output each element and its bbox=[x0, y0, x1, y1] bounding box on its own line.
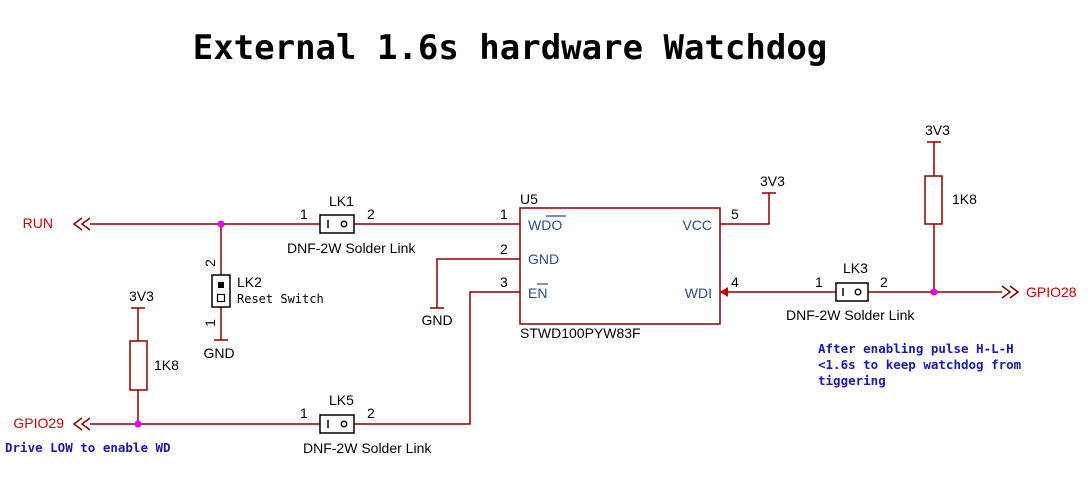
lk3-body bbox=[835, 282, 869, 302]
power-label-3v3-left: 3V3 bbox=[129, 288, 154, 304]
lk5-solder-link: LK5 1 2 DNF-2W Solder Link bbox=[300, 392, 432, 456]
wire-vcc-3v3 bbox=[720, 193, 770, 225]
power-3v3-right: 3V3 bbox=[925, 122, 950, 143]
junction-gpio29 bbox=[134, 420, 142, 428]
lk1-ref: LK1 bbox=[329, 193, 354, 209]
ground-lk2: GND bbox=[203, 339, 235, 361]
lk3-solder-link: LK3 1 2 DNF-2W Solder Link bbox=[786, 260, 915, 323]
lk1-pin2: 2 bbox=[367, 206, 375, 222]
u5-pin3-number: 3 bbox=[500, 274, 508, 290]
lk5-pin2: 2 bbox=[367, 405, 375, 421]
net-port-gpio28: GPIO28 bbox=[1001, 284, 1077, 300]
note-right-line2: <1.6s to keep watchdog from bbox=[818, 357, 1022, 372]
power-3v3-left: 3V3 bbox=[129, 288, 154, 309]
u5-pin-wdo-name: WDO bbox=[528, 217, 562, 233]
note-right-line3: tiggering bbox=[818, 373, 886, 388]
u5-watchdog-ic: U5 STWD100PYW83F 1 2 3 5 4 WDO GND EN VC… bbox=[500, 191, 739, 341]
power-label-3v3-u5: 3V3 bbox=[760, 173, 785, 189]
resistor-right-value: 1K8 bbox=[952, 191, 977, 207]
lk1-pin1: 1 bbox=[300, 206, 308, 222]
lk2-ref: LK2 bbox=[237, 274, 262, 290]
power-label-3v3-right: 3V3 bbox=[925, 122, 950, 138]
net-port-run: RUN bbox=[23, 215, 91, 231]
net-label-gpio28: GPIO28 bbox=[1026, 284, 1077, 300]
ground-label-lk2: GND bbox=[203, 345, 234, 361]
lk3-pin2: 2 bbox=[880, 274, 888, 290]
ground-label-u5: GND bbox=[421, 312, 452, 328]
u5-pin-vcc-name: VCC bbox=[682, 217, 712, 233]
u5-pin4-number: 4 bbox=[731, 274, 739, 290]
u5-part-number: STWD100PYW83F bbox=[520, 325, 641, 341]
lk2-pin1: 1 bbox=[202, 319, 218, 327]
lk3-pin1: 1 bbox=[815, 274, 823, 290]
diagram-title: External 1.6s hardware Watchdog bbox=[193, 28, 828, 68]
u5-pin-en-name: EN bbox=[528, 285, 547, 301]
lk5-desc: DNF-2W Solder Link bbox=[303, 440, 432, 456]
resistor-right: 1K8 bbox=[924, 175, 977, 225]
lk5-body bbox=[319, 414, 355, 434]
u5-body bbox=[519, 207, 721, 325]
u5-wdi-input-arrow bbox=[720, 287, 728, 297]
lk3-desc: DNF-2W Solder Link bbox=[786, 307, 915, 323]
resistor-left-body bbox=[129, 340, 148, 391]
u5-pin-gnd-name: GND bbox=[528, 251, 559, 267]
lk5-pin1: 1 bbox=[300, 405, 308, 421]
lk1-desc: DNF-2W Solder Link bbox=[287, 240, 416, 256]
junction-gpio28 bbox=[930, 288, 938, 296]
resistor-left: 1K8 bbox=[129, 340, 179, 391]
note-right-line1: After enabling pulse H-L-H bbox=[818, 341, 1014, 356]
u5-pin-wdi-name: WDI bbox=[685, 285, 712, 301]
wire-en-lk5 bbox=[354, 291, 520, 425]
lk5-ref: LK5 bbox=[329, 392, 354, 408]
net-label-gpio29: GPIO29 bbox=[13, 415, 64, 431]
u5-pin2-number: 2 bbox=[500, 241, 508, 257]
u5-pin1-number: 1 bbox=[500, 206, 508, 222]
lk2-body bbox=[211, 274, 231, 308]
junction-run bbox=[217, 220, 225, 228]
ground-u5: GND bbox=[421, 307, 453, 328]
lk1-solder-link: LK1 1 2 DNF-2W Solder Link bbox=[287, 193, 416, 256]
lk2-pin2: 2 bbox=[202, 259, 218, 267]
power-3v3-u5: 3V3 bbox=[760, 173, 785, 194]
resistor-left-value: 1K8 bbox=[154, 357, 179, 373]
wires bbox=[90, 142, 1002, 425]
u5-ref: U5 bbox=[520, 191, 538, 207]
lk2-reset-switch: LK2 Reset Switch 2 1 bbox=[202, 259, 324, 327]
resistor-right-body bbox=[924, 175, 943, 225]
wire-u5-gnd bbox=[436, 258, 520, 308]
note-left: Drive LOW to enable WD bbox=[5, 440, 171, 455]
u5-pin5-number: 5 bbox=[731, 206, 739, 222]
net-port-gpio29: GPIO29 bbox=[13, 415, 91, 431]
net-label-run: RUN bbox=[23, 215, 53, 231]
lk1-body bbox=[319, 214, 355, 234]
lk3-ref: LK3 bbox=[843, 260, 868, 276]
lk2-desc: Reset Switch bbox=[237, 292, 324, 306]
